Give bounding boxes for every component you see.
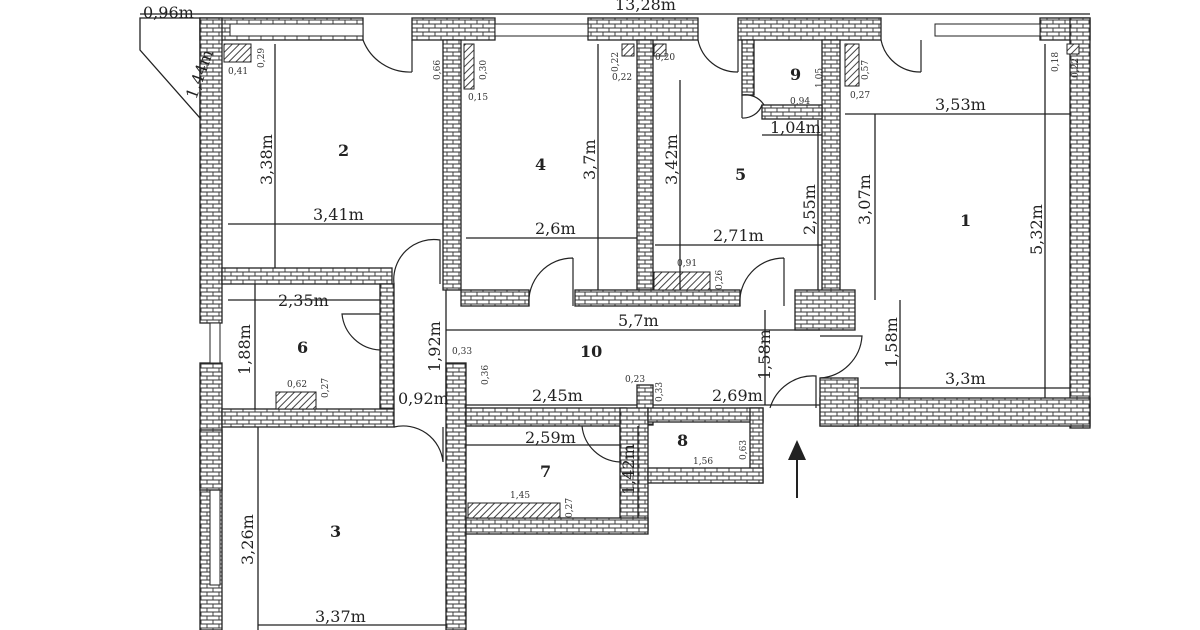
svg-text:0,18: 0,18 [1051, 52, 1061, 72]
dim-corridor-width: 5,7m [618, 311, 659, 330]
dim-r5-top: 1,04m [770, 118, 821, 137]
dim-r10-right: 2,69m [712, 386, 763, 405]
dim-r2-height: 3,38m [257, 134, 276, 185]
dim-r5-height: 3,42m [662, 134, 681, 185]
svg-text:0,41: 0,41 [228, 67, 248, 77]
svg-text:0,15: 0,15 [468, 93, 488, 103]
room-10-label: 10 [580, 342, 602, 361]
dim-r6-height: 1,88m [235, 324, 254, 375]
dim-r6-width: 2,35m [278, 291, 329, 310]
svg-text:1,45: 1,45 [510, 491, 530, 501]
svg-text:0,94: 0,94 [790, 97, 810, 107]
svg-text:0,27: 0,27 [565, 498, 575, 518]
svg-text:0,27: 0,27 [321, 378, 331, 398]
svg-text:0,20: 0,20 [655, 53, 675, 63]
svg-text:0,66: 0,66 [433, 60, 443, 80]
entry-arrow [788, 440, 806, 498]
dim-r1-inner: 3,07m [855, 174, 874, 225]
walls [199, 17, 1091, 630]
dim-r1-low: 1,58m [882, 317, 901, 368]
shafts [223, 43, 1080, 519]
dim-r2-width: 3,41m [313, 205, 364, 224]
room-labels: 1 2 3 4 5 6 7 8 9 10 [297, 65, 971, 541]
doors [341, 39, 922, 463]
svg-text:0,36: 0,36 [481, 365, 491, 385]
dim-r1-width-bottom: 3,3m [945, 369, 986, 388]
svg-text:0,22: 0,22 [1071, 58, 1081, 78]
svg-text:0,91: 0,91 [677, 259, 697, 269]
room-3-label: 3 [330, 522, 341, 541]
svg-text:1,05: 1,05 [815, 68, 825, 88]
svg-text:0,62: 0,62 [287, 380, 307, 390]
room-9-label: 9 [790, 65, 801, 84]
dim-r3-width: 3,37m [315, 607, 366, 626]
dim-r3-height: 3,26m [238, 514, 257, 565]
room-5-label: 5 [735, 165, 746, 184]
svg-text:0,29: 0,29 [257, 48, 267, 68]
svg-text:0,22: 0,22 [611, 52, 621, 72]
dim-r5-side: 2,55m [800, 184, 819, 235]
room-6-label: 6 [297, 338, 308, 357]
dim-overall-width: 13,28m [615, 0, 676, 14]
dim-r4-height: 3,7m [580, 139, 599, 180]
dim-r4-width: 2,6m [535, 219, 576, 238]
dim-r7-height: 1,42m [619, 444, 638, 495]
dim-corner-width: 0,96m [143, 3, 194, 22]
room-2-label: 2 [338, 141, 349, 160]
svg-text:0,26: 0,26 [715, 270, 725, 290]
svg-text:0,33: 0,33 [655, 382, 665, 402]
svg-text:0,63: 0,63 [739, 440, 749, 460]
dimension-labels: 13,28m 0,96m 1,44m 3,41m 3,38m 2,6m 3,7m… [143, 0, 1046, 626]
dim-corridor-left-h: 1,92m [425, 321, 444, 372]
svg-text:0,33: 0,33 [452, 347, 472, 357]
svg-text:0,57: 0,57 [861, 60, 871, 80]
svg-text:1,56: 1,56 [693, 457, 713, 467]
svg-text:0,23: 0,23 [625, 375, 645, 385]
svg-text:0,27: 0,27 [850, 91, 870, 101]
svg-text:0,30: 0,30 [479, 60, 489, 80]
dim-door-gap: 0,92m [398, 389, 449, 408]
dim-r10-left: 2,45m [532, 386, 583, 405]
room-1-label: 1 [960, 211, 971, 230]
dim-r5-width: 2,71m [713, 226, 764, 245]
svg-text:0,22: 0,22 [612, 73, 632, 83]
dim-r1-height: 5,32m [1027, 204, 1046, 255]
small-annotations: 0,41 0,29 0,66 0,30 0,15 0,22 0,22 0,20 … [228, 48, 1081, 518]
room-8-label: 8 [677, 431, 688, 450]
dim-r1-width-top: 3,53m [935, 95, 986, 114]
dimension-lines [140, 13, 1090, 630]
room-7-label: 7 [540, 462, 551, 481]
dim-corridor-right-h: 1,58m [755, 329, 774, 380]
dim-r7-width: 2,59m [525, 428, 576, 447]
room-4-label: 4 [535, 155, 546, 174]
